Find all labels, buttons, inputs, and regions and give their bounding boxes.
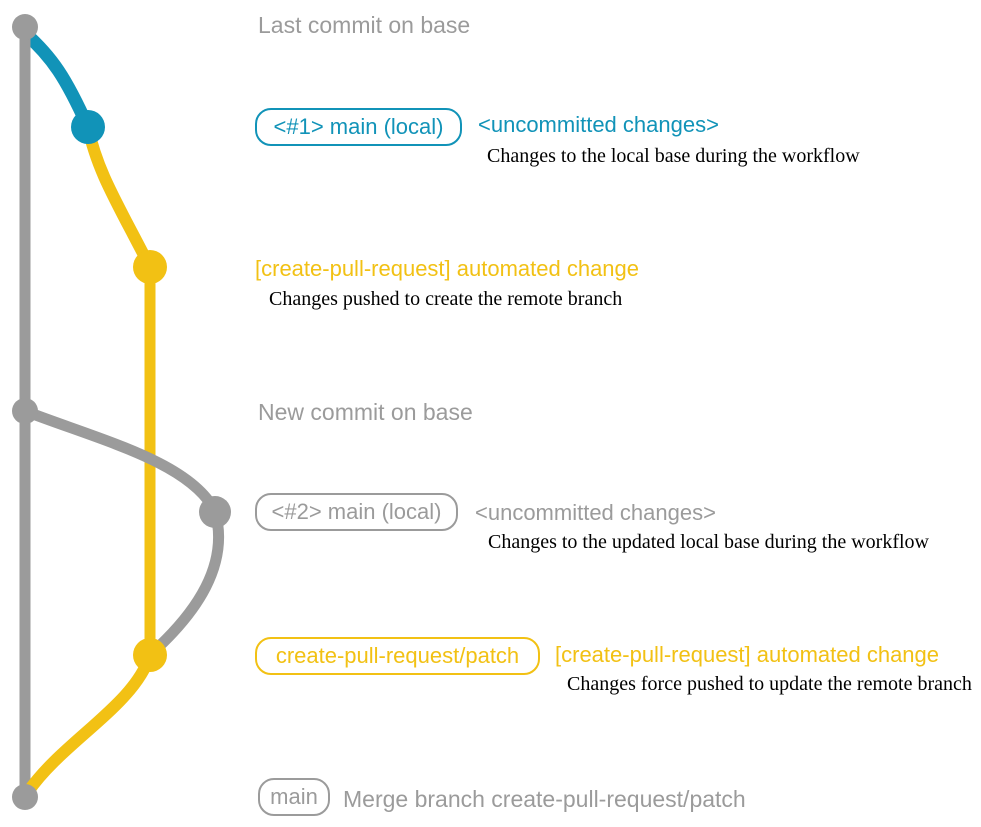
new-commit-on-base-label: New commit on base [258,399,473,425]
commit-node-new-base [12,398,38,424]
branch-badge-main-local-1: <#1> main (local) [255,108,462,146]
branch-badge-main-local-2: <#2> main (local) [255,493,458,531]
automated-change-desc-2: Changes force pushed to update the remot… [567,673,972,695]
rebased-main-to-patch-edge [146,505,225,659]
commit-node-uncommitted-2 [199,496,231,528]
branch-badge-main: main [258,778,330,816]
merge-commit-label: Merge branch create-pull-request/patch [343,786,746,812]
patch-merge-edge [22,649,156,798]
uncommitted-changes-desc-2: Changes to the updated local base during… [488,531,929,553]
commit-node-uncommitted-1 [71,110,105,144]
uncommitted-changes-desc-1: Changes to the local base during the wor… [487,145,860,167]
rebased-main-edge [19,405,221,517]
commit-node-automated-change-2 [133,638,167,672]
commit-node-automated-change-1 [133,250,167,284]
automated-change-label-1: [create-pull-request] automated change [255,256,640,281]
uncommitted-changes-label-2: <uncommitted changes> [475,500,716,525]
uncommitted-changes-label-1: <uncommitted changes> [478,112,719,137]
patch-branch-edge-upper [82,121,156,273]
commit-graph [12,14,231,810]
automated-change-label-2: [create-pull-request] automated change [555,642,940,667]
commit-node-merge [12,784,38,810]
commit-node-last-base [12,14,38,40]
automated-change-desc-1: Changes pushed to create the remote bran… [269,288,623,310]
branch-badge-patch: create-pull-request/patch [255,637,540,675]
last-commit-on-base-label: Last commit on base [258,12,471,38]
